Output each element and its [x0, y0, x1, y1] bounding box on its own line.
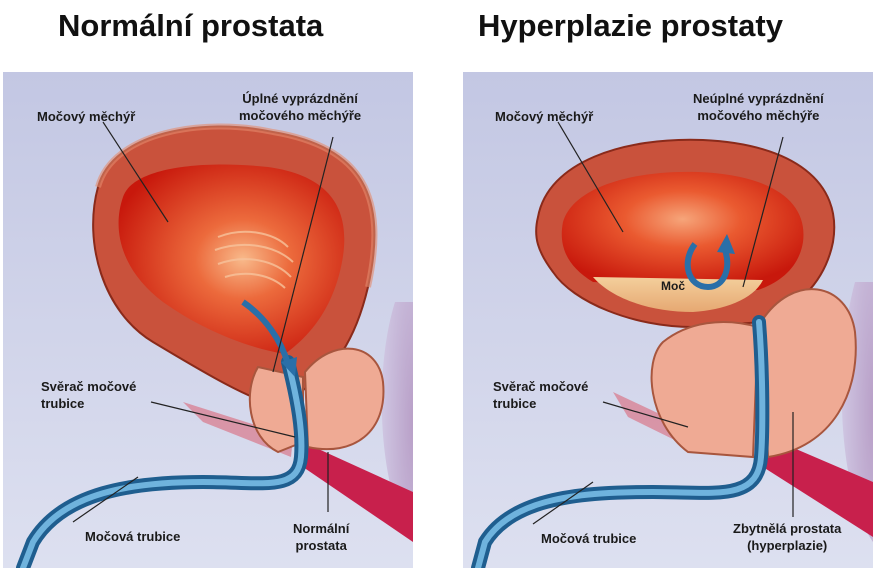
- label-sphincter: Svěrač močové trubice: [493, 378, 588, 412]
- label-normal-prostate-line2: prostata: [293, 537, 349, 554]
- label-enlarged-prostate: Zbytnělá prostata (hyperplazie): [733, 520, 841, 554]
- label-incomplete-emptying-line2: močového měchýře: [693, 107, 824, 124]
- label-urethra: Močová trubice: [541, 530, 636, 547]
- label-incomplete-emptying-line1: Neúplné vyprázdnění: [693, 90, 824, 107]
- label-bladder: Močový měchýř: [37, 108, 135, 125]
- label-sphincter: Svěrač močové trubice: [41, 378, 136, 412]
- panel-normal-prostate: Močový měchýř Úplné vyprázdnění močového…: [3, 72, 413, 568]
- hyperplasia-illustration: [463, 72, 873, 568]
- label-normal-prostate-line1: Normální: [293, 520, 349, 537]
- label-incomplete-emptying: Neúplné vyprázdnění močového měchýře: [693, 90, 824, 124]
- title-normal-prostate: Normální prostata: [58, 8, 323, 44]
- label-sphincter-line2: trubice: [493, 395, 588, 412]
- label-urine: Moč: [661, 278, 685, 295]
- label-bladder: Močový měchýř: [495, 108, 593, 125]
- label-sphincter-line1: Svěrač močové: [493, 378, 588, 395]
- normal-prostate-illustration: [3, 72, 413, 568]
- label-urethra: Močová trubice: [85, 528, 180, 545]
- label-complete-emptying-line1: Úplné vyprázdnění: [239, 90, 361, 107]
- title-hyperplasia: Hyperplazie prostaty: [478, 8, 783, 44]
- label-normal-prostate: Normální prostata: [293, 520, 349, 554]
- label-sphincter-line1: Svěrač močové: [41, 378, 136, 395]
- label-enlarged-prostate-line2: (hyperplazie): [733, 537, 841, 554]
- panel-hyperplasia: Močový měchýř Neúplné vyprázdnění močové…: [463, 72, 873, 568]
- label-complete-emptying-line2: močového měchýře: [239, 107, 361, 124]
- label-sphincter-line2: trubice: [41, 395, 136, 412]
- label-enlarged-prostate-line1: Zbytnělá prostata: [733, 520, 841, 537]
- label-complete-emptying: Úplné vyprázdnění močového měchýře: [239, 90, 361, 124]
